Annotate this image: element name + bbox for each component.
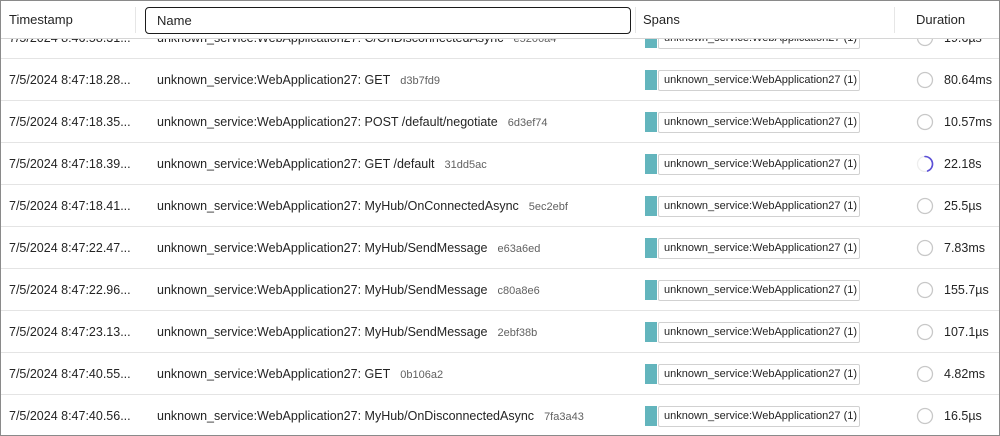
- row-name: unknown_service:WebApplication27: GET /d…: [157, 143, 487, 185]
- duration-ring-icon: [916, 71, 934, 89]
- row-name: unknown_service:WebApplication27: MyHub/…: [157, 311, 537, 353]
- row-timestamp: 7/5/2024 8:47:18.39...: [9, 157, 131, 171]
- row-name: unknown_service:WebApplication27: GET 0b1…: [157, 353, 443, 395]
- row-timestamp: 7/5/2024 8:47:40.56...: [9, 409, 131, 423]
- span-chip[interactable]: unknown_service:WebApplication27 (1): [658, 196, 860, 217]
- row-trace-id: 6d3ef74: [507, 117, 548, 129]
- span-chip[interactable]: unknown_service:WebApplication27 (1): [658, 280, 860, 301]
- table-row[interactable]: 7/5/2024 8:47:23.13... unknown_service:We…: [1, 311, 999, 353]
- row-trace-id: c80a8e6: [497, 285, 540, 297]
- row-timestamp: 7/5/2024 8:47:18.28...: [9, 73, 131, 87]
- column-divider[interactable]: [894, 7, 895, 33]
- row-name-text: unknown_service:WebApplication27: MyHub/…: [157, 325, 488, 339]
- row-trace-id: e63a6ed: [497, 243, 541, 255]
- table-row[interactable]: 7/5/2024 8:47:22.96... unknown_service:We…: [1, 269, 999, 311]
- span-chip[interactable]: unknown_service:WebApplication27 (1): [658, 322, 860, 343]
- row-name-text: unknown_service:WebApplication27: GET: [157, 367, 391, 381]
- span-color-bar: [645, 364, 657, 384]
- row-name-text: unknown_service:WebApplication27: MyHub/…: [157, 283, 488, 297]
- duration-ring-icon: [916, 407, 934, 425]
- table-row[interactable]: 7/5/2024 8:47:40.55... unknown_service:We…: [1, 353, 999, 395]
- row-trace-id: 7fa3a43: [544, 411, 584, 423]
- duration-ring-icon: [916, 239, 934, 257]
- span-color-bar: [645, 70, 657, 90]
- row-name-text: unknown_service:WebApplication27: MyHub/…: [157, 409, 535, 423]
- row-timestamp: 7/5/2024 8:47:22.96...: [9, 283, 131, 297]
- span-chip[interactable]: unknown_service:WebApplication27 (1): [658, 406, 860, 427]
- span-color-bar: [645, 406, 657, 426]
- row-timestamp: 7/5/2024 8:47:18.35...: [9, 115, 131, 129]
- row-name: unknown_service:WebApplication27: POST /…: [157, 101, 548, 143]
- row-duration: 80.64ms: [944, 73, 992, 87]
- span-chip[interactable]: unknown_service:WebApplication27 (1): [658, 112, 860, 133]
- row-name: unknown_service:WebApplication27: MyHub/…: [157, 269, 540, 311]
- span-chip[interactable]: unknown_service:WebApplication27 (1): [658, 70, 860, 91]
- row-duration: 25.5µs: [944, 199, 982, 213]
- row-name-text: unknown_service:WebApplication27: MyHub/…: [157, 199, 519, 213]
- row-name-text: unknown_service:WebApplication27: MyHub/…: [157, 241, 488, 255]
- column-divider[interactable]: [635, 7, 636, 33]
- table-row[interactable]: 7/5/2024 8:47:40.56... unknown_service:We…: [1, 395, 999, 435]
- row-name: unknown_service:WebApplication27: MyHub/…: [157, 227, 540, 269]
- table-row[interactable]: 7/5/2024 8:47:18.28... unknown_service:We…: [1, 59, 999, 101]
- table-row[interactable]: 7/5/2024 8:47:18.35... unknown_service:We…: [1, 101, 999, 143]
- row-trace-id: 31dd5ac: [444, 159, 487, 171]
- row-trace-id: 2ebf38b: [497, 327, 538, 339]
- row-duration: 7.83ms: [944, 241, 985, 255]
- table-header: Timestamp Name Spans Duration: [1, 1, 999, 39]
- row-trace-id: 0b106a2: [400, 369, 444, 381]
- duration-ring-icon: [916, 365, 934, 383]
- row-name: unknown_service:WebApplication27: MyHub/…: [157, 185, 568, 227]
- span-chip[interactable]: unknown_service:WebApplication27 (1): [658, 364, 860, 385]
- column-header-duration[interactable]: Duration: [916, 12, 966, 27]
- row-trace-id: d3b7fd9: [400, 75, 440, 87]
- row-name: unknown_service:WebApplication27: GET d3b…: [157, 59, 440, 101]
- column-divider[interactable]: [135, 7, 136, 33]
- row-timestamp: 7/5/2024 8:47:22.47...: [9, 241, 131, 255]
- span-color-bar: [645, 154, 657, 174]
- span-color-bar: [645, 112, 657, 132]
- span-color-bar: [645, 238, 657, 258]
- row-duration: 16.5µs: [944, 409, 982, 423]
- column-header-name[interactable]: Name: [145, 7, 631, 34]
- span-color-bar: [645, 196, 657, 216]
- row-timestamp: 7/5/2024 8:47:23.13...: [9, 325, 131, 339]
- row-name-text: unknown_service:WebApplication27: GET /d…: [157, 157, 435, 171]
- row-timestamp: 7/5/2024 8:47:40.55...: [9, 367, 131, 381]
- duration-ring-icon: [916, 281, 934, 299]
- span-chip[interactable]: unknown_service:WebApplication27 (1): [658, 238, 860, 259]
- row-duration: 107.1µs: [944, 325, 989, 339]
- row-name: unknown_service:WebApplication27: MyHub/…: [157, 395, 584, 435]
- loading-spinner-icon: [916, 155, 934, 173]
- duration-ring-icon: [916, 323, 934, 341]
- row-name-text: unknown_service:WebApplication27: GET: [157, 73, 391, 87]
- table-row[interactable]: 7/5/2024 8:47:22.47... unknown_service:We…: [1, 227, 999, 269]
- row-duration: 155.7µs: [944, 283, 989, 297]
- duration-ring-icon: [916, 197, 934, 215]
- row-duration: 10.57ms: [944, 115, 992, 129]
- table-row[interactable]: 7/5/2024 8:47:18.41... unknown_service:We…: [1, 185, 999, 227]
- row-duration: 4.82ms: [944, 367, 985, 381]
- column-header-spans[interactable]: Spans: [643, 12, 680, 27]
- table-row[interactable]: 7/5/2024 8:47:18.39... unknown_service:We…: [1, 143, 999, 185]
- row-timestamp: 7/5/2024 8:47:18.41...: [9, 199, 131, 213]
- span-color-bar: [645, 322, 657, 342]
- span-chip[interactable]: unknown_service:WebApplication27 (1): [658, 154, 860, 175]
- span-color-bar: [645, 280, 657, 300]
- row-name-text: unknown_service:WebApplication27: POST /…: [157, 115, 498, 129]
- column-header-timestamp[interactable]: Timestamp: [9, 12, 73, 27]
- row-trace-id: 5ec2ebf: [528, 201, 568, 213]
- duration-ring-icon: [916, 113, 934, 131]
- row-duration: 22.18s: [944, 157, 982, 171]
